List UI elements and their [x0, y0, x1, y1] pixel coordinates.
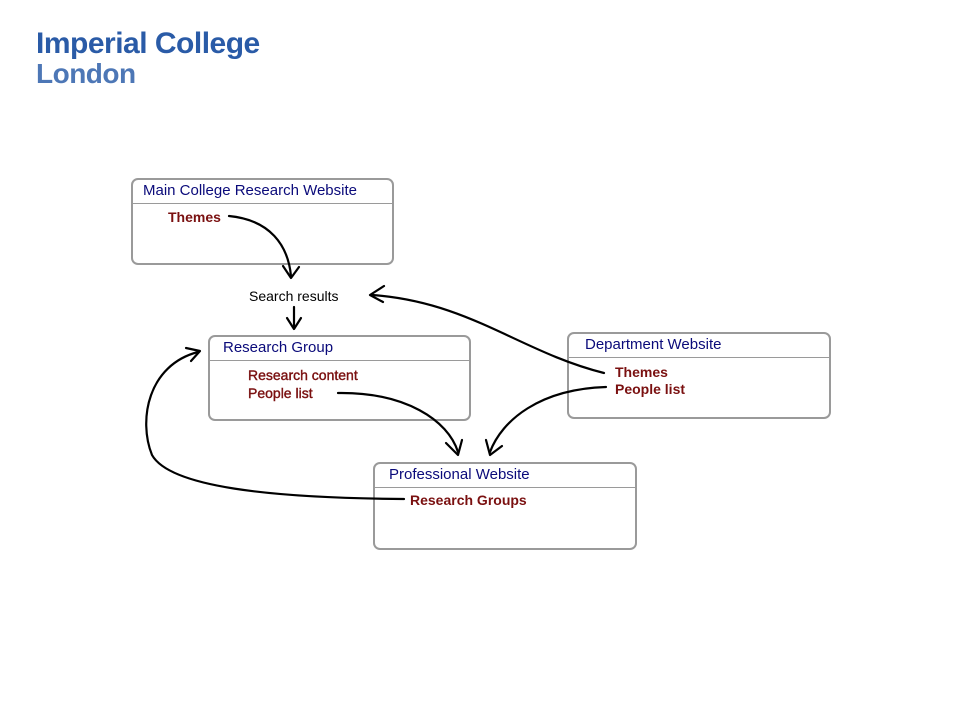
logo-line-1: Imperial College	[36, 27, 260, 60]
arrow-department-themes-to-search	[370, 293, 606, 375]
research-group-box: Research Group Research content People l…	[208, 335, 471, 421]
arrowhead-people-list-to-professional	[444, 438, 464, 457]
arrowhead-research-groups-to-research-group	[184, 346, 202, 363]
professional-box-title: Professional Website	[375, 464, 635, 488]
department-box-title: Department Website	[569, 334, 829, 358]
arrow-people-list-to-professional	[336, 391, 460, 454]
arrow-department-people-to-professional	[488, 385, 608, 454]
department-people-list-item: People list	[615, 381, 686, 397]
professional-website-box: Professional Website Research Groups	[373, 462, 637, 550]
search-results-label: Search results	[249, 288, 339, 304]
arrowhead-search-to-research-group	[285, 316, 303, 331]
research-group-box-title: Research Group	[210, 337, 469, 361]
main-college-box-title: Main College Research Website	[133, 180, 392, 204]
logo-line-2: London	[36, 58, 136, 89]
arrow-research-groups-to-research-group	[145, 350, 406, 501]
arrowhead-themes-to-search	[281, 264, 301, 280]
arrow-themes-to-search	[227, 214, 293, 278]
research-groups-item: Research Groups	[410, 492, 527, 508]
arrowhead-department-themes-to-search	[368, 284, 386, 304]
research-content-item: Research content	[248, 367, 358, 383]
department-themes-item: Themes	[615, 364, 668, 380]
arrowhead-department-people-to-professional	[484, 438, 504, 457]
department-website-box: Department Website Themes People list	[567, 332, 831, 419]
main-college-themes-item: Themes	[168, 209, 221, 225]
imperial-college-logo: Imperial College London	[36, 29, 260, 89]
main-college-research-website-box: Main College Research Website Themes	[131, 178, 394, 265]
research-group-people-list-item: People list	[248, 385, 313, 401]
